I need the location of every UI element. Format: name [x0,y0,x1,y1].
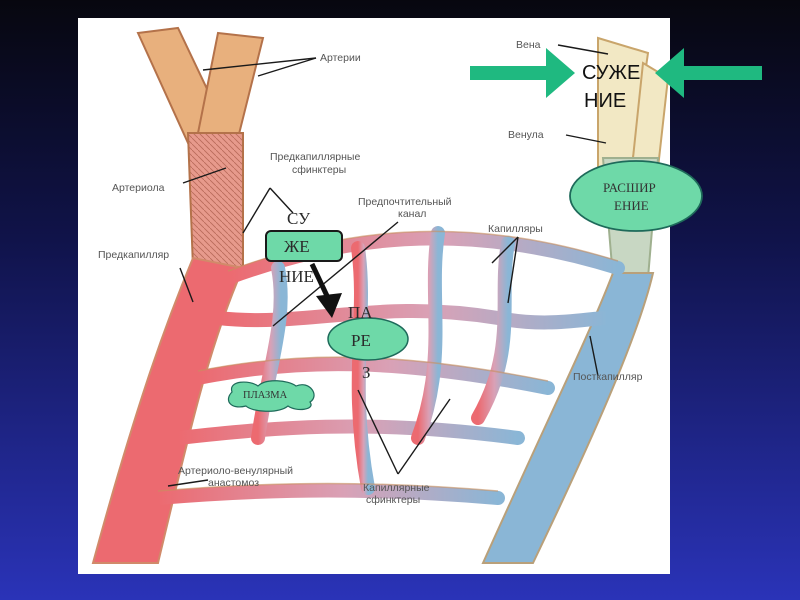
label-av-anastomosis-2: анастомоз [208,477,259,489]
label-postcapillary: Посткапилляр [573,371,643,383]
label-arteries: Артерии [320,52,361,64]
arrow-right [470,48,575,98]
label-venule: Венула [508,129,544,141]
narrowing-mid-box [265,230,343,262]
leader-lines [167,44,609,487]
capillary-network [151,226,625,505]
black-arrow [309,262,342,318]
arrow-left [655,48,762,98]
paresis-line1: ПА [348,303,373,322]
label-av-anastomosis-1: Артериоло-венулярный [178,465,293,477]
narrowing-top-line2: НИЕ [584,90,626,112]
narrowing-mid-line2: ЖЕ [284,237,310,256]
label-cap-sphincters-2: сфинктеры [366,494,420,506]
narrowing-mid-line3: НИЕ [279,267,314,286]
dilation-bubble [569,160,703,232]
diagram-panel: Артерии Вена Венула Предкапиллярные сфин… [78,18,670,574]
arterial-trunk [91,256,245,564]
dilation-line2: ЕНИЕ [614,198,649,213]
venous-trunk [481,272,655,564]
microcirculation-diagram: Артерии Вена Венула Предкапиллярные сфин… [91,26,670,564]
label-precap-sphincters-1: Предкапиллярные [270,151,360,163]
label-vein: Вена [516,39,541,51]
paresis-line3: З [362,363,371,382]
plasma-label: ПЛАЗМА [243,390,288,401]
label-cap-sphincters-1: Капиллярные [363,482,430,494]
narrowing-mid-line1: СУ [287,209,311,228]
label-preferred-channel-2: канал [398,208,426,220]
arteries-vessel [136,26,265,269]
label-preferred-channel-1: Предпочтительный [358,196,452,208]
label-precapillary: Предкапилляр [98,249,169,261]
plasma-blob [227,380,315,412]
label-precap-sphincters-2: сфинктеры [292,164,346,176]
narrowing-top-line1: СУЖЕ [582,62,640,84]
label-arteriole: Артериола [112,182,165,194]
paresis-line2: РЕ [351,331,371,350]
label-capillaries: Капилляры [488,223,543,235]
paresis-bubble [327,317,409,361]
dilation-line1: РАСШИР [603,180,656,195]
